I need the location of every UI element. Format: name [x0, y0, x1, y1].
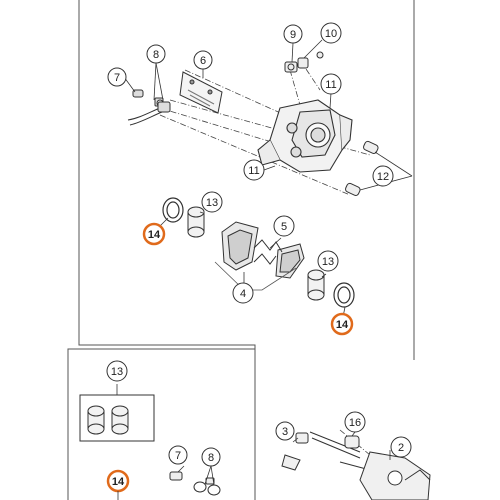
pad-spring-part — [253, 239, 283, 265]
callout-16: 16 — [344, 411, 366, 433]
callout-9: 9 — [283, 24, 303, 44]
callout-2: 2 — [390, 436, 412, 458]
callout-14-mid-label: 14 — [336, 319, 349, 331]
callout-12-label: 12 — [377, 171, 389, 183]
callout-4: 4 — [232, 282, 254, 304]
caliper-body-part — [257, 99, 353, 173]
seal-ring-upper-part — [162, 197, 184, 223]
callout-2-label: 2 — [398, 442, 404, 454]
callout-7-top: 7 — [107, 67, 127, 87]
callout-11-mid-label: 11 — [248, 165, 259, 177]
callout-14-lower: 14 — [106, 469, 130, 493]
callout-10-label: 10 — [325, 28, 337, 40]
caliper-bolt-part — [345, 140, 379, 197]
callout-13-mid-label: 13 — [322, 256, 334, 268]
callout-7-top-label: 7 — [114, 72, 120, 84]
callout-6-label: 6 — [200, 55, 206, 67]
callout-8-lower: 8 — [201, 447, 221, 467]
caliper-support-part — [281, 431, 431, 500]
callout-13-upper: 13 — [201, 191, 223, 213]
callout-7-lower-label: 7 — [175, 450, 181, 462]
bleed-screw-part — [284, 51, 324, 73]
callout-13-upper-label: 13 — [206, 197, 218, 209]
callout-8-top-label: 8 — [153, 49, 159, 61]
callout-8-top: 8 — [146, 44, 166, 64]
leader-lines — [116, 39, 413, 486]
callout-10: 10 — [320, 22, 342, 44]
frame — [67, 0, 415, 500]
callout-13-lower: 13 — [106, 360, 128, 382]
piston-mid-part — [307, 269, 325, 301]
callout-14-lower-label: 14 — [112, 476, 125, 488]
piston-kit-parts — [87, 405, 129, 435]
callout-3-label: 3 — [282, 426, 288, 438]
callout-7-lower: 7 — [168, 445, 188, 465]
callout-5-label: 5 — [281, 221, 287, 233]
callout-13-mid: 13 — [317, 250, 339, 272]
callout-13-lower-label: 13 — [111, 366, 123, 378]
callout-16-label: 16 — [349, 417, 361, 429]
callout-11-right: 11 — [320, 73, 342, 95]
callout-6: 6 — [193, 50, 213, 70]
bracket-plate-part — [179, 71, 223, 114]
callout-14-mid: 14 — [330, 312, 354, 336]
seal-ring-mid-part — [333, 282, 355, 308]
piston-upper-part — [187, 206, 205, 238]
callout-8-lower-label: 8 — [208, 452, 214, 464]
brake-pad-part — [221, 221, 305, 279]
callout-11-mid: 11 — [243, 159, 265, 181]
callout-12: 12 — [372, 165, 394, 187]
callout-14-upper: 14 — [142, 222, 166, 246]
callout-5: 5 — [273, 215, 295, 237]
callout-3: 3 — [275, 421, 295, 441]
lower-banjo-part — [169, 471, 221, 496]
brake-hose-part — [127, 89, 171, 126]
callout-11-right-label: 11 — [325, 79, 336, 91]
callout-14-upper-label: 14 — [148, 229, 161, 241]
callout-4-label: 4 — [240, 288, 246, 300]
callout-9-label: 9 — [290, 29, 296, 41]
